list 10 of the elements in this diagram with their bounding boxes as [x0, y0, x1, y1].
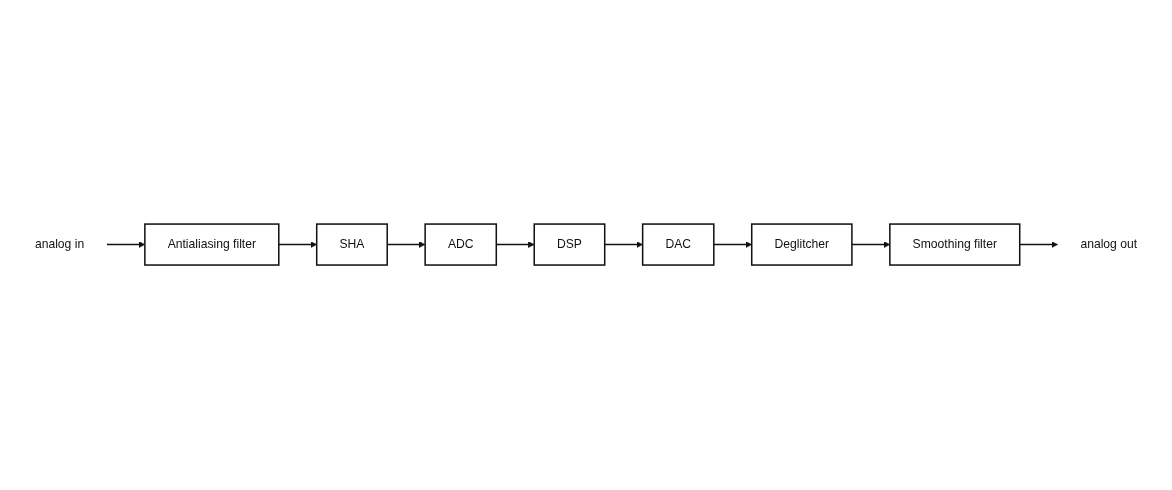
node-box: Smoothing filter	[889, 223, 1021, 267]
node-text: analog out	[1080, 238, 1138, 252]
node-box: SHA	[315, 223, 388, 267]
node-box: DSP	[533, 223, 606, 267]
node-box: Deglitcher	[751, 223, 853, 267]
node-text: analog in	[34, 238, 85, 252]
node-box: Antialiasing filter	[144, 223, 280, 267]
arrow	[278, 241, 317, 249]
node-box: ADC	[424, 223, 498, 267]
node-box: DAC	[641, 223, 715, 267]
